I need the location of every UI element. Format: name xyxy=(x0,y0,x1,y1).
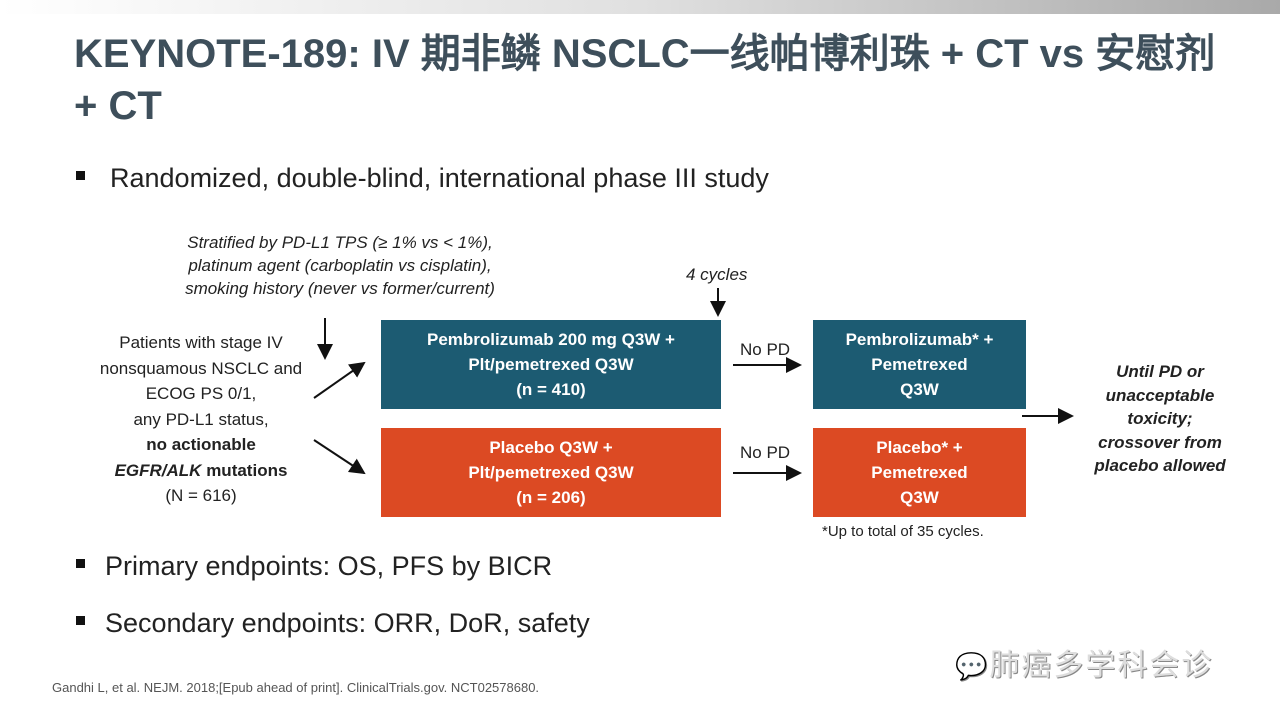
top-gradient-bar xyxy=(0,0,1280,14)
patient-line: no actionable xyxy=(146,435,256,454)
mutation-text: mutations xyxy=(201,460,288,480)
patient-criteria: Patients with stage IV nonsquamous NSCLC… xyxy=(76,330,326,509)
bullet-text: Primary endpoints: OS, PFS by BICR xyxy=(105,551,553,581)
mutation-genes: EGFR/ALK xyxy=(114,460,202,480)
strat-line: platinum agent (carboplatin vs cisplatin… xyxy=(188,256,492,275)
cycles-footnote: *Up to total of 35 cycles. xyxy=(822,523,984,540)
bullet-text: Randomized, double-blind, international … xyxy=(110,163,769,193)
bullet-icon xyxy=(76,559,85,569)
randomize-arrow-down xyxy=(313,439,366,475)
until-line: crossover from xyxy=(1098,432,1222,452)
maint-line: Q3W xyxy=(900,488,939,507)
patient-count: (N = 616) xyxy=(165,486,237,505)
arm-placebo-box: Placebo Q3W + Plt/pemetrexed Q3W (n = 20… xyxy=(381,428,721,517)
arm-line: Pembrolizumab 200 mg Q3W + xyxy=(427,330,675,349)
bullet-text: Secondary endpoints: ORR, DoR, safety xyxy=(105,608,590,638)
wechat-icon: 💬 xyxy=(955,651,990,681)
arm-line: (n = 206) xyxy=(516,488,586,507)
bullet-primary-endpoints: Primary endpoints: OS, PFS by BICR xyxy=(76,551,552,582)
maintenance-pembrolizumab-box: Pembrolizumab* + Pemetrexed Q3W xyxy=(813,320,1026,409)
maint-line: Q3W xyxy=(900,380,939,399)
slide-title: KEYNOTE-189: IV 期非鳞 NSCLC一线帕博利珠 + CT vs … xyxy=(74,32,1216,128)
cycles-label: 4 cycles xyxy=(686,265,748,284)
maint-line: Pembrolizumab* + xyxy=(845,330,994,349)
bullet-study-design: Randomized, double-blind, international … xyxy=(76,163,769,194)
no-pd-label: No PD xyxy=(740,443,791,462)
until-pd-note: Until PD or unacceptable toxicity; cross… xyxy=(1080,360,1240,478)
maint-line: Placebo* + xyxy=(876,438,963,457)
maint-line: Pemetrexed xyxy=(871,463,968,482)
arm-pembrolizumab-box: Pembrolizumab 200 mg Q3W + Plt/pemetrexe… xyxy=(381,320,721,409)
arm-line: (n = 410) xyxy=(516,380,586,399)
no-pd-label: No PD xyxy=(740,340,791,359)
until-line: Until PD or xyxy=(1116,362,1204,381)
bullet-icon xyxy=(76,171,85,181)
stratification-note: Stratified by PD-L1 TPS (≥ 1% vs < 1%), … xyxy=(140,231,540,300)
patient-line: nonsquamous NSCLC and xyxy=(99,358,303,378)
reference-citation: Gandhi L, et al. NEJM. 2018;[Epub ahead … xyxy=(52,680,540,695)
bullet-secondary-endpoints: Secondary endpoints: ORR, DoR, safety xyxy=(76,608,590,639)
watermark-text: 肺癌多学科会诊 xyxy=(989,649,1214,682)
strat-line: smoking history (never vs former/current… xyxy=(185,279,495,298)
maint-line: Pemetrexed xyxy=(871,355,968,374)
patient-line: ECOG PS 0/1, xyxy=(145,384,257,403)
arm-line: Plt/pemetrexed Q3W xyxy=(468,355,634,374)
strat-line: Stratified by PD-L1 TPS (≥ 1% vs < 1%), xyxy=(187,233,493,252)
patient-line: Patients with stage IV xyxy=(119,333,283,352)
arm-line: Placebo Q3W + xyxy=(489,438,613,457)
watermark: 💬肺癌多学科会诊 xyxy=(955,640,1213,684)
patient-line: any PD-L1 status, xyxy=(133,409,269,429)
until-line: toxicity; xyxy=(1127,409,1193,428)
bullet-icon xyxy=(76,616,85,626)
arm-line: Plt/pemetrexed Q3W xyxy=(468,463,634,482)
until-line: placebo allowed xyxy=(1094,456,1226,475)
randomize-arrow-up xyxy=(313,361,366,399)
maintenance-placebo-box: Placebo* + Pemetrexed Q3W xyxy=(813,428,1026,517)
until-line: unacceptable xyxy=(1105,385,1215,405)
